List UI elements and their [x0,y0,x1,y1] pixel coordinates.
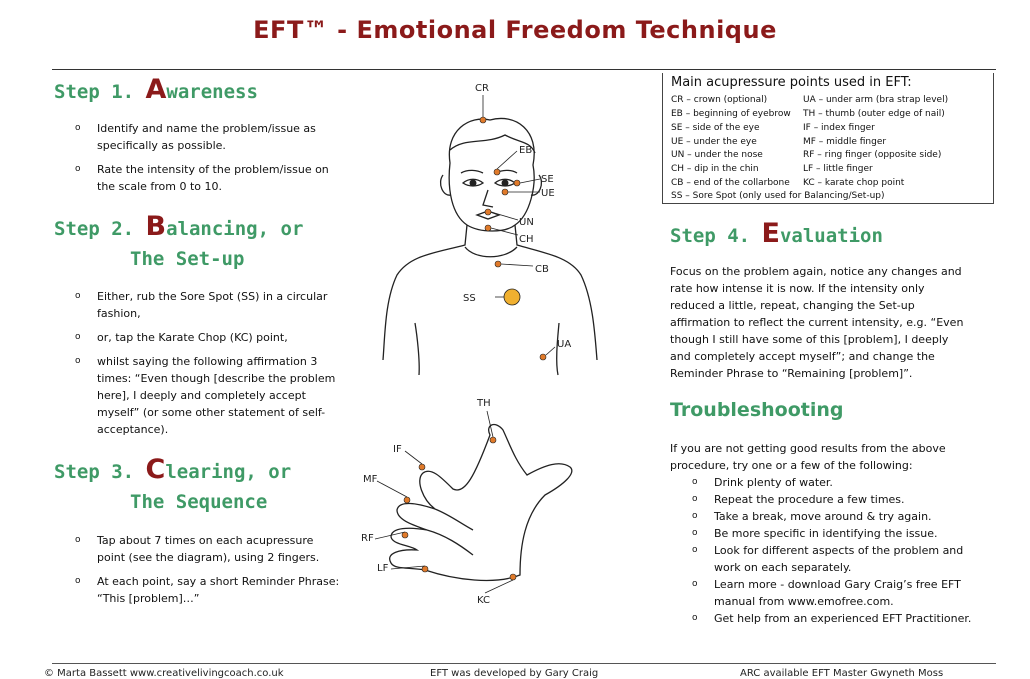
list-item: or, tap the Karate Chop (KC) point, [53,329,343,346]
label-cr: CR [475,83,489,94]
label-cb: CB [535,264,549,275]
label-ss: SS [463,293,476,304]
point-item: CB – end of the collarbone [671,178,790,188]
list-item: Tap about 7 times on each acupressure po… [53,532,343,566]
step1-heading: Step 1. Awareness [54,74,258,105]
list-item: At each point, say a short Reminder Phra… [53,573,343,607]
label-rf: RF [361,533,374,544]
label-mf: MF [363,474,378,485]
list-item: Either, rub the Sore Spot (SS) in a circ… [53,288,343,322]
list-item: Get help from an experienced EFT Practit… [670,610,990,627]
point-item: LF – little finger [803,164,873,174]
label-ua: UA [557,339,571,350]
label-ch: CH [519,234,534,245]
point-item: EB – beginning of eyebrow [671,109,791,119]
step2-list: Either, rub the Sore Spot (SS) in a circ… [53,288,343,445]
label-if: IF [393,444,402,455]
label-eb: EB [519,145,532,156]
label-kc: KC [477,595,490,606]
step3-list: Tap about 7 times on each acupressure po… [53,532,343,614]
point-item: RF – ring finger (opposite side) [803,150,942,160]
footer-center: EFT was developed by Gary Craig [430,668,599,679]
list-item: Be more specific in identifying the issu… [670,525,990,542]
label-ue: UE [541,188,555,199]
top-divider [52,69,996,70]
step4-text: Focus on the problem again, notice any c… [670,265,964,380]
point-item: UN – under the nose [671,150,763,160]
troubleshooting-intro: If you are not getting good results from… [670,442,946,472]
list-item: Drink plenty of water. [670,474,990,491]
point-item: SS – Sore Spot (only used for Balancing/… [671,191,885,201]
step4-heading: Step 4. Evaluation [670,218,883,249]
troubleshooting-list: Drink plenty of water. Repeat the proced… [670,474,990,627]
list-item: Identify and name the problem/issue as s… [53,120,343,154]
troubleshooting-heading: Troubleshooting [670,399,844,421]
point-item: UA – under arm (bra strap level) [803,95,949,105]
point-item: SE – side of the eye [671,123,760,133]
page-title: EFT™ - Emotional Freedom Technique [253,16,777,44]
list-item: Repeat the procedure a few times. [670,491,990,508]
point-item: TH – thumb (outer edge of nail) [803,109,945,119]
step3-subheading: The Sequence [130,491,268,513]
point-item: CR – crown (optional) [671,95,768,105]
acupressure-diagram: CR EB SE UE UN CH CB SS UA TH IF MF RF L… [361,83,598,606]
list-item: whilst saying the following affirmation … [53,353,343,438]
footer-left: © Marta Bassett www.creativelivingcoach.… [44,668,284,679]
list-item: Take a break, move around & try again. [670,508,990,525]
step2-heading: Step 2. Balancing, or [54,211,304,242]
list-item: Learn more - download Gary Craig’s free … [670,576,990,610]
point-item: MF – middle finger [803,137,887,147]
bottom-divider [52,663,996,664]
label-se: SE [541,174,554,185]
acupressure-points-box: Main acupressure points used in EFT: CR … [662,73,994,204]
points-box-title: Main acupressure points used in EFT: [671,75,912,90]
label-th: TH [476,398,491,409]
point-item: IF – index finger [803,123,875,133]
list-item: Look for different aspects of the proble… [670,542,990,576]
step2-subheading: The Set-up [130,248,245,270]
label-lf: LF [377,563,389,574]
step3-heading: Step 3. Clearing, or [54,454,292,485]
footer-right: ARC available EFT Master Gwyneth Moss [740,668,944,679]
label-un: UN [519,217,534,228]
point-item: UE – under the eye [671,137,757,147]
list-item: Rate the intensity of the problem/issue … [53,161,343,195]
point-item: CH – dip in the chin [671,164,759,174]
step1-list: Identify and name the problem/issue as s… [53,120,343,202]
point-item: KC – karate chop point [803,178,905,188]
